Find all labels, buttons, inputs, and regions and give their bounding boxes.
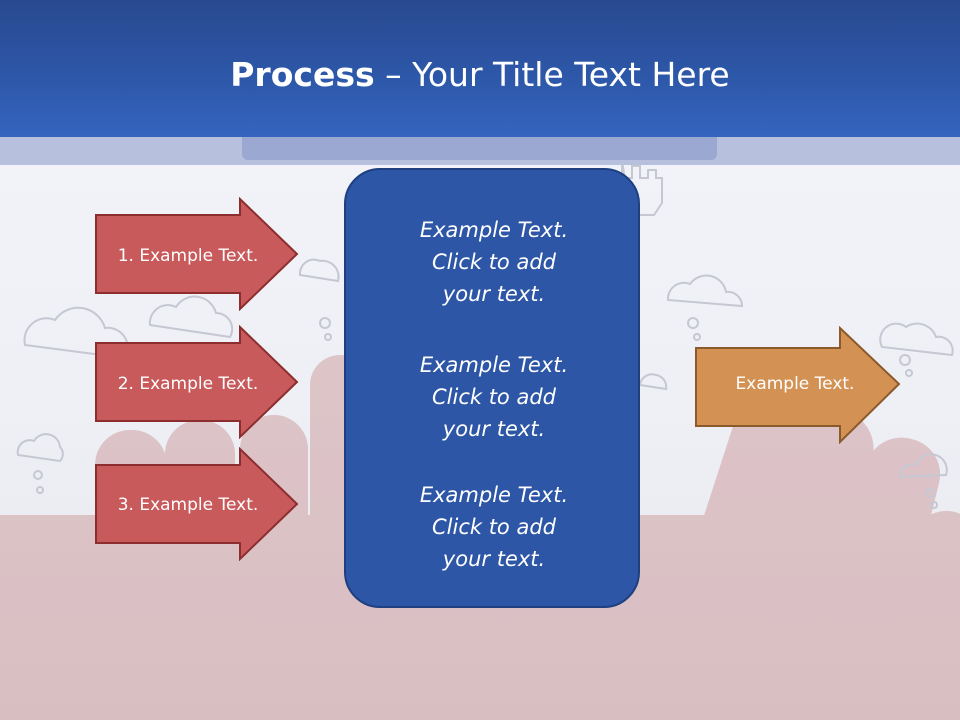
title-rest: – Your Title Text Here xyxy=(374,55,730,94)
step-2-label: 2. Example Text. xyxy=(117,374,259,394)
result-arrow[interactable] xyxy=(694,326,902,444)
title-bold: Process xyxy=(230,55,375,94)
result-label: Example Text. xyxy=(735,374,855,394)
title-bar xyxy=(0,0,960,137)
center-text-1: Example Text. Click to add your text. xyxy=(419,218,569,306)
center-text-2: Example Text. Click to add your text. xyxy=(419,353,569,441)
header-band-tab xyxy=(242,137,717,160)
center-text-3: Example Text. Click to add your text. xyxy=(419,483,569,571)
step-2-arrow[interactable] xyxy=(94,325,300,439)
slide-title: Process – Your Title Text Here xyxy=(0,52,960,98)
step-3-arrow[interactable] xyxy=(94,447,300,561)
center-content-box[interactable]: Example Text. Click to add your text. Ex… xyxy=(344,168,640,608)
step-1-label: 1. Example Text. xyxy=(117,246,259,266)
step-1-arrow[interactable] xyxy=(94,197,300,311)
step-3-label: 3. Example Text. xyxy=(117,495,259,515)
